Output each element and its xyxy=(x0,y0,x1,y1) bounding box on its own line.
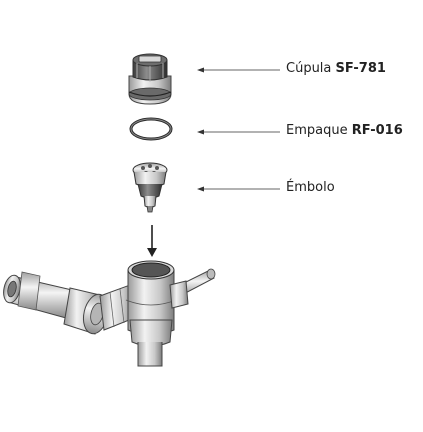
embolo-part xyxy=(132,162,168,213)
callout-embolo-name: Émbolo xyxy=(286,180,335,195)
callout-cupula: Cúpula SF-781 xyxy=(286,61,386,76)
callout-cupula-name: Cúpula xyxy=(286,61,332,76)
callout-empaque-name: Empaque xyxy=(286,123,348,138)
empaque-part xyxy=(129,117,173,141)
callout-empaque-code: RF-016 xyxy=(351,123,403,138)
leader-line-empaque xyxy=(197,129,280,135)
callout-cupula-code: SF-781 xyxy=(335,61,386,76)
leader-line-embolo xyxy=(197,186,280,192)
callout-embolo: Émbolo xyxy=(286,180,335,195)
callout-empaque: Empaque RF-016 xyxy=(286,123,403,138)
assembly-arrow xyxy=(147,225,157,257)
leader-line-cupula xyxy=(197,67,280,73)
cupula-part xyxy=(128,53,172,105)
flush-valve-assembly xyxy=(3,260,216,367)
